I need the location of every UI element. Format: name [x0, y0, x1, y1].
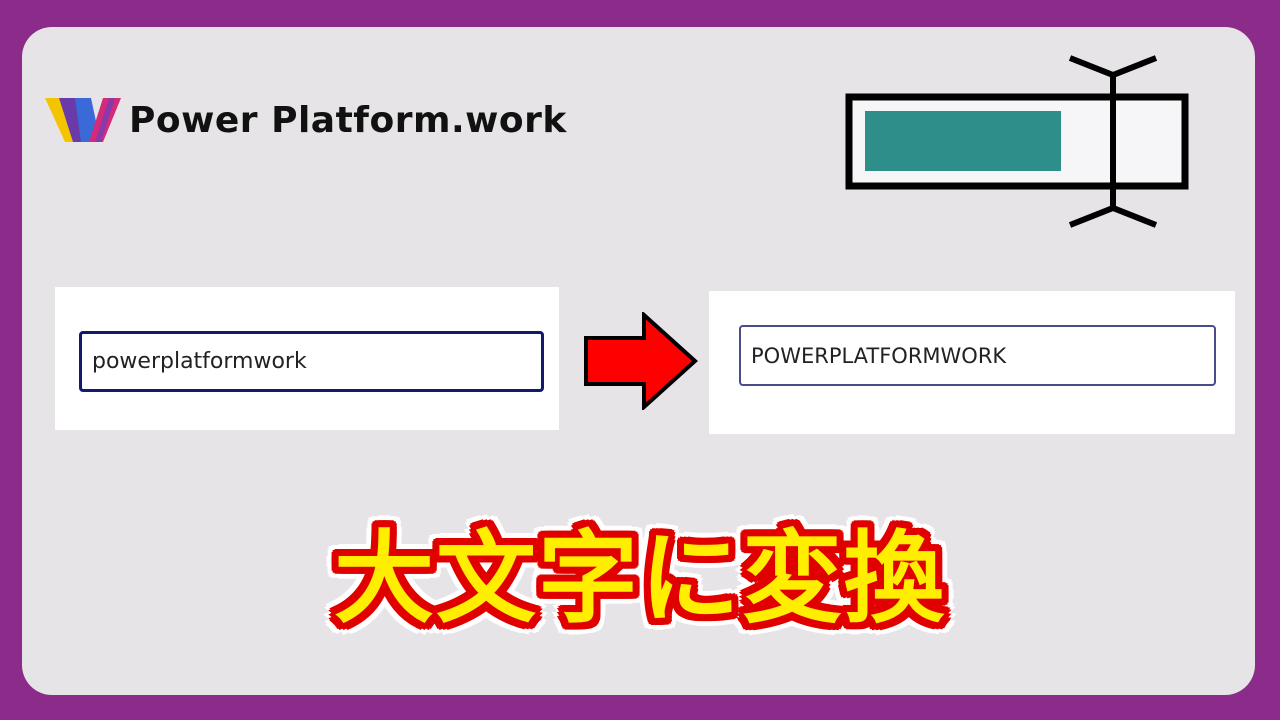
right-arrow-icon — [584, 312, 698, 410]
lowercase-text-value: powerplatformwork — [92, 349, 307, 374]
headline-title: 大文字に変換 — [334, 520, 946, 637]
brand-name: Power Platform.work — [129, 99, 567, 141]
uppercase-text-input[interactable]: POWERPLATFORMWORK — [739, 325, 1216, 386]
lowercase-text-input[interactable]: powerplatformwork — [79, 331, 544, 392]
uppercase-text-value: POWERPLATFORMWORK — [751, 343, 1007, 368]
power-platform-logo-icon — [45, 98, 121, 142]
text-selection-fill — [865, 111, 1061, 171]
before-panel: powerplatformwork — [55, 287, 559, 430]
after-panel: POWERPLATFORMWORK — [709, 291, 1235, 434]
text-input-cursor-icon — [845, 55, 1189, 228]
brand-header: Power Platform.work — [45, 96, 567, 144]
